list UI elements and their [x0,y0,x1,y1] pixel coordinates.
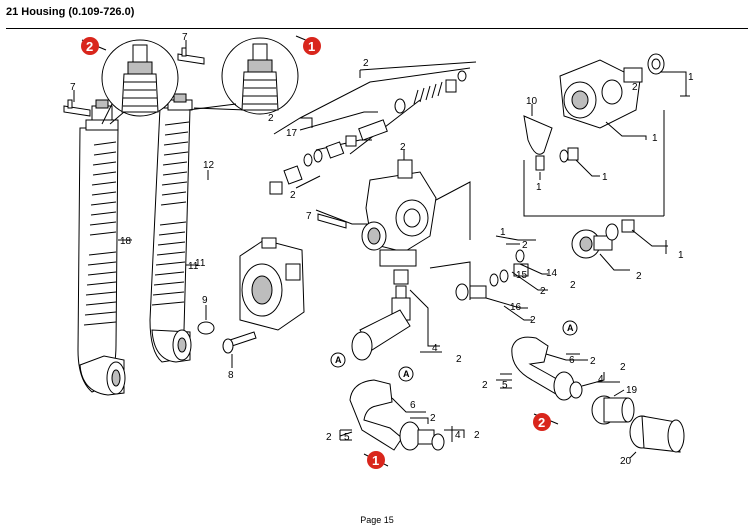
label-2a: 2 [363,58,369,69]
label-2e: 2 [456,354,462,365]
coupling-20 [629,415,685,453]
marker-a-2: A [398,366,414,382]
svg-text:A: A [335,355,342,365]
marker-1-top: 1 [295,35,321,55]
valve-insert-group [455,249,529,301]
hose-18 [77,99,126,396]
label-2i: 2 [632,82,638,93]
label-1f: 1 [500,227,506,238]
svg-text:A: A [567,323,574,333]
clip-7-right [177,47,205,65]
svg-text:1: 1 [308,39,315,54]
label-2h: 2 [474,430,480,441]
label-4c: 4 [598,374,604,385]
label-20: 20 [620,456,632,467]
svg-text:2: 2 [538,415,545,430]
clip-7-left [63,99,91,117]
label-17: 17 [286,128,298,139]
page-title: 21 Housing (0.109-726.0) [6,6,135,18]
marker-a-3: A [562,320,578,336]
bracket-lines-right [429,110,665,300]
screw-8 [222,331,257,354]
label-2b: 2 [268,113,274,124]
label-2d: 2 [400,142,406,153]
label-7b: 7 [182,32,188,43]
o-ring-9 [197,321,215,335]
valve-leaders [273,61,477,225]
label-2q: 2 [620,362,626,373]
label-5a: 5 [344,432,350,443]
label-9: 9 [202,295,208,306]
header-rule [6,28,748,29]
label-10: 10 [526,96,538,107]
tube-12 [197,177,283,301]
label-2f: 2 [430,413,436,424]
marker-2-top: 2 [81,37,107,55]
label-2p: 2 [482,380,488,391]
label-1a: 1 [652,133,658,144]
label-8: 8 [228,370,234,381]
marker-1-lower: 1 [363,451,389,469]
valve-pieces-right [559,147,579,163]
label-2l: 2 [540,286,546,297]
svg-text:A: A [403,369,410,379]
coupling-19 [591,395,635,425]
label-1c: 1 [536,182,542,193]
housing-top-right [559,53,665,129]
label-4b: 4 [455,430,461,441]
label-2j: 2 [636,271,642,282]
clip-7-center [317,213,347,229]
label-6a: 6 [410,400,416,411]
valve-parts [283,70,467,185]
label-7c: 7 [306,211,312,222]
filter-10 [523,115,553,171]
label-7a: 7 [70,82,76,93]
label-2c: 2 [290,190,296,201]
label-18: 18 [120,236,132,247]
label-2o: 2 [590,356,596,367]
label-16: 16 [510,302,522,313]
label-1d: 1 [602,172,608,183]
label-11: 11 [188,261,199,272]
label-11b: 11 [195,258,206,269]
elbow-lower-right [511,336,583,401]
page-footer: Page 15 [360,515,394,525]
detail-magnifier-left [101,39,179,125]
label-1e: 1 [678,250,684,261]
svg-text:1: 1 [372,453,379,468]
label-14: 14 [546,268,558,279]
hose-11 [149,93,193,363]
label-5b: 5 [502,380,508,391]
label-2m: 2 [570,280,576,291]
label-12: 12 [203,160,215,171]
label-15: 15 [516,270,528,281]
label-1b: 1 [688,72,694,83]
inlet-connector [351,285,411,361]
label-2n: 2 [530,315,536,326]
piston-group-right [571,219,635,259]
marker-2-lower: 2 [533,413,559,431]
label-19: 19 [626,385,638,396]
housing-block [239,237,305,331]
label-4a: 4 [432,343,438,354]
label-2g: 2 [326,432,332,443]
pump-head [361,159,437,285]
label-2k: 2 [522,240,528,251]
elbow-lower-center [349,379,445,451]
detail-magnifier-right [187,37,299,115]
marker-a-1: A [330,352,346,368]
label-6b: 6 [569,355,575,366]
svg-text:2: 2 [86,39,93,54]
